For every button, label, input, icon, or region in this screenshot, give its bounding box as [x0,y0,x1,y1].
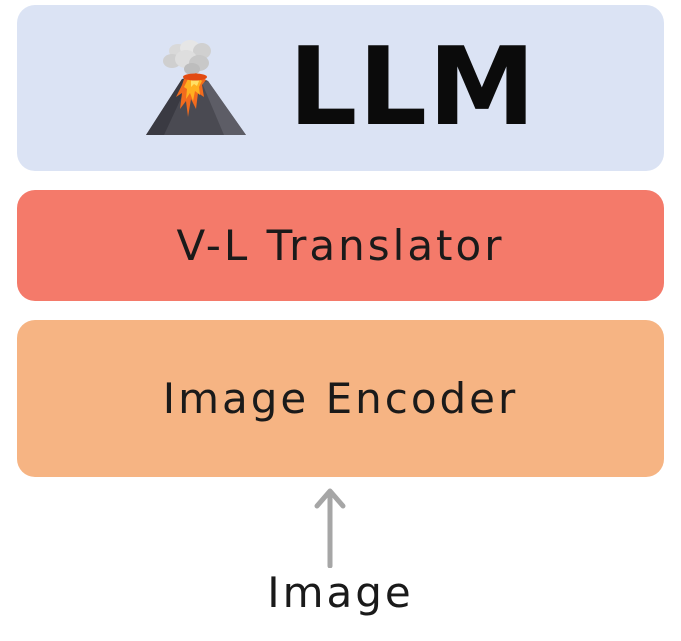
volcano-icon [146,40,247,135]
llm-title: LLM [288,25,537,150]
llm-header: LLM [144,34,536,142]
vl-translator-label: V-L Translator [176,220,505,270]
image-input-label: Image [267,568,414,617]
vl-translator-block: V-L Translator [17,190,664,301]
up-arrow-icon [314,488,346,568]
image-encoder-label: Image Encoder [162,373,519,423]
image-encoder-block: Image Encoder [17,320,664,477]
llm-block: LLM [17,5,664,171]
